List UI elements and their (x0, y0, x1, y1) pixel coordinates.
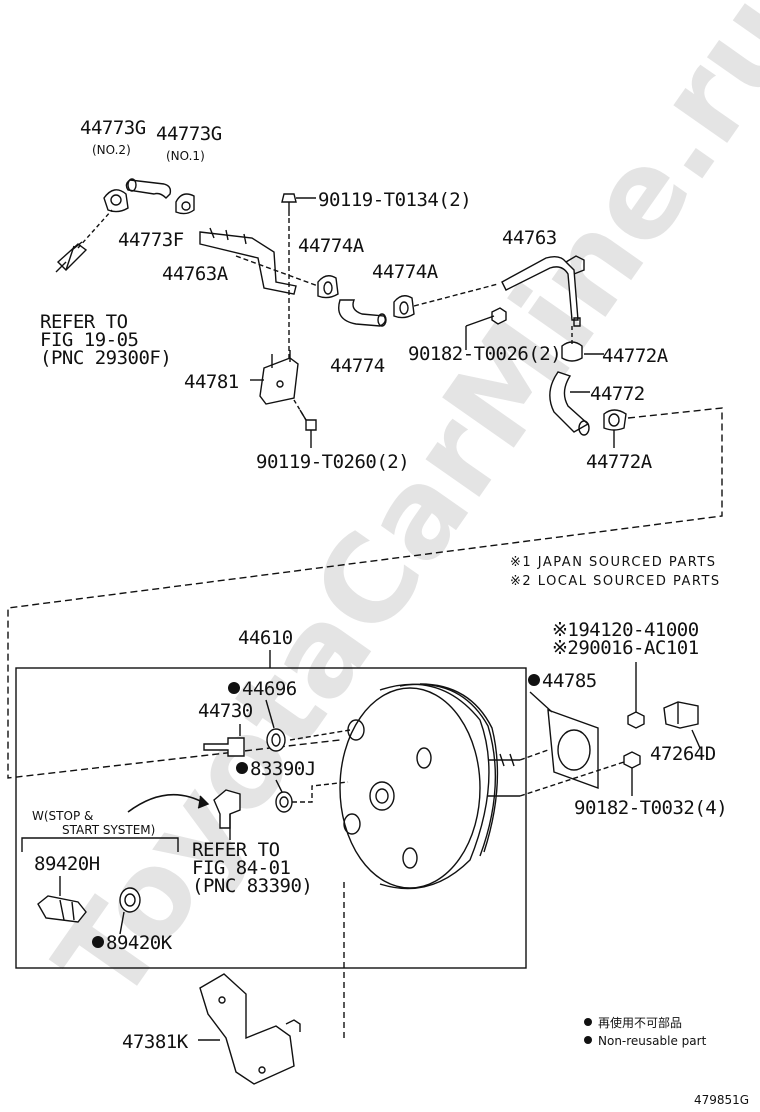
legend-english: Non-reusable part (598, 1034, 707, 1048)
label-option-1: ※194120-41000 (552, 619, 699, 641)
brake-booster-44610 (339, 683, 520, 890)
bullet-44785 (528, 674, 540, 686)
clamp-44774a-left (317, 275, 339, 299)
bracket-44781 (259, 350, 299, 405)
figure-id: 479851G (694, 1093, 749, 1107)
label-44763a: 44763A (162, 263, 229, 285)
nut-upper-right (627, 711, 645, 729)
bullet-83390j (236, 762, 248, 774)
clamp-44773g-no1 (175, 193, 195, 215)
refer-line-1: REFER TO (40, 311, 128, 333)
nut-90182-t0032 (623, 751, 641, 769)
hose-44774 (338, 299, 387, 327)
label-90119-t0134: 90119-T0134(2) (318, 189, 471, 211)
booster-kit-box (15, 667, 527, 969)
gasket-44785 (547, 708, 599, 789)
label-89420h: 89420H (34, 853, 100, 875)
clamp-44772a-lower (603, 409, 627, 431)
refer2-line-1: REFER TO (192, 839, 280, 861)
label-44763: 44763 (502, 227, 557, 249)
bullet-89420k (92, 936, 104, 948)
label-90182-t0032: 90182-T0032(4) (574, 797, 727, 819)
label-option-2: ※290016-AC101 (552, 637, 699, 659)
label-47381k: 47381K (122, 1031, 189, 1053)
grommet-83390j (275, 791, 293, 813)
label-44781: 44781 (184, 371, 239, 393)
hose-44773f (125, 178, 172, 199)
label-44773f: 44773F (118, 229, 184, 251)
label-89420k: 89420K (106, 932, 173, 954)
label-90119-t0260: 90119-T0260(2) (256, 451, 409, 473)
check-valve-44730 (203, 737, 245, 757)
grommet-44696 (266, 728, 286, 752)
label-44772a-lower: 44772A (586, 451, 653, 473)
labels: 44773G (NO.2) 44773G (NO.1) 44773F 44763… (32, 117, 749, 1107)
label-44785: 44785 (542, 670, 597, 692)
legend-japanese: 再使用不可部品 (598, 1015, 682, 1030)
curved-arrow (127, 793, 207, 813)
label-90182-t0026: 90182-T0026(2) (408, 343, 561, 365)
clamp-44772a-upper (561, 326, 583, 362)
bracket-47381k (199, 973, 301, 1085)
legend-bullet-en (584, 1036, 592, 1044)
stop-start-line-1: W(STOP & (32, 809, 93, 823)
pipe-44763 (501, 255, 585, 327)
clip-47264d (663, 701, 699, 729)
note-japan-sourced: ※1 JAPAN SOURCED PARTS (510, 555, 717, 570)
bolt-90119-t0134 (281, 193, 297, 216)
label-44730: 44730 (198, 700, 253, 722)
oring-89420k (119, 887, 141, 913)
label-44773g-no1: 44773G (156, 123, 222, 145)
refer-line-3: (PNC 29300F) (40, 347, 171, 369)
label-44773g-no2: 44773G (80, 117, 146, 139)
refer2-line-2: FIG 84-01 (192, 857, 291, 879)
hose-44772 (549, 371, 590, 436)
label-44696: 44696 (242, 678, 297, 700)
clamp-44774a-right (393, 295, 415, 319)
top-assembly (7, 178, 723, 779)
fuel-connector (55, 241, 88, 273)
legend-bullet-jp (584, 1018, 592, 1026)
label-44772: 44772 (590, 383, 645, 405)
label-44774a-left: 44774A (298, 235, 365, 257)
label-44772a-upper: 44772A (602, 345, 669, 367)
refer2-line-3: (PNC 83390) (192, 875, 312, 897)
label-no1: (NO.1) (166, 149, 205, 163)
stop-start-line-2: START SYSTEM) (62, 823, 155, 837)
label-83390j: 83390J (250, 758, 316, 780)
note-local-sourced: ※2 LOCAL SOURCED PARTS (510, 574, 721, 589)
refer-line-2: FIG 19-05 (40, 329, 138, 351)
label-44610: 44610 (238, 627, 293, 649)
booster-assembly (21, 662, 701, 1085)
label-no2: (NO.2) (92, 143, 131, 157)
clamp-44773g-no2 (103, 189, 129, 213)
label-47264d: 47264D (650, 743, 716, 765)
bullet-44696 (228, 682, 240, 694)
sensor-89420h (37, 895, 87, 923)
label-44774: 44774 (330, 355, 385, 377)
bracket-44763a (199, 227, 297, 295)
nut-90182-t0026 (491, 307, 507, 325)
label-44774a-right: 44774A (372, 261, 439, 283)
